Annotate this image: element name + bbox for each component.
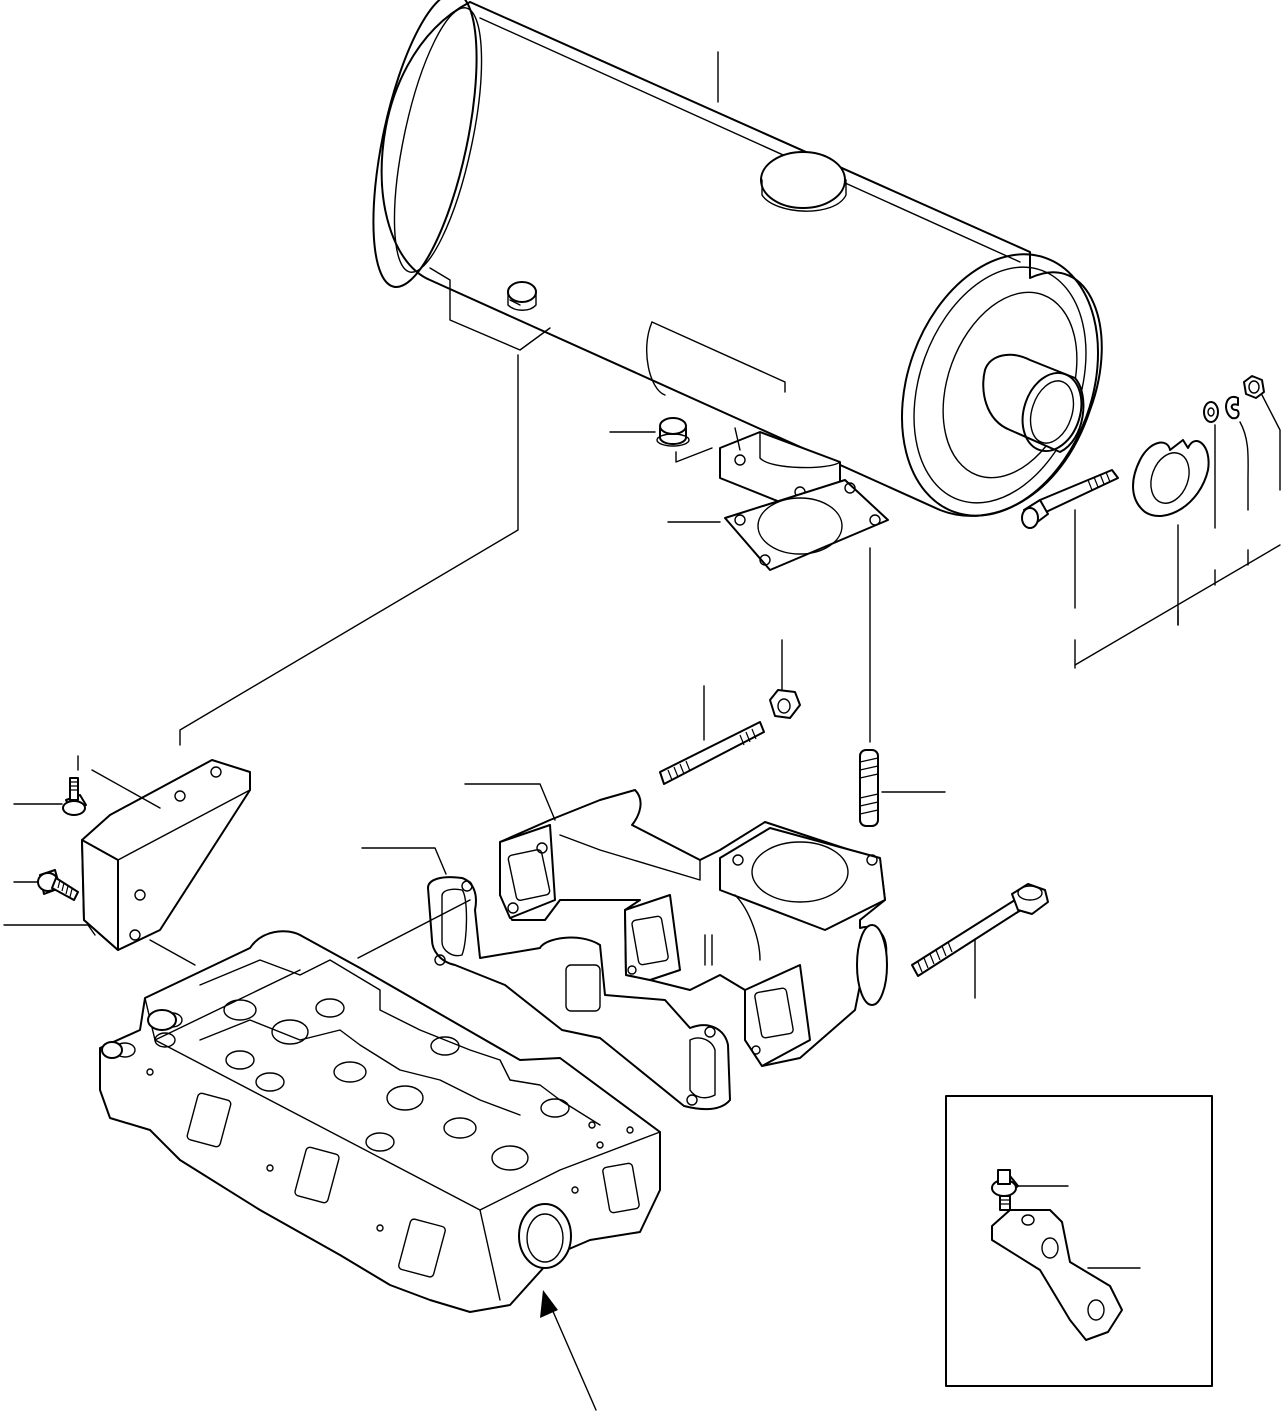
inset-bolt[interactable] [991, 1169, 1019, 1211]
cylinder-head[interactable] [99, 930, 661, 1313]
stud-bolt[interactable] [659, 721, 765, 785]
flange-nut[interactable] [656, 417, 690, 447]
through-bolt[interactable] [1021, 469, 1119, 529]
inset-panel [945, 1095, 1213, 1387]
nut[interactable] [1243, 375, 1265, 399]
manifold-nut[interactable] [769, 689, 801, 719]
inset-bracket[interactable] [991, 1209, 1123, 1341]
muffler[interactable] [353, 0, 1133, 543]
manifold-gasket[interactable] [427, 876, 731, 1111]
direction-arrow [540, 1290, 597, 1411]
plain-washer[interactable] [1203, 401, 1219, 423]
spring-washer[interactable] [1225, 395, 1240, 420]
flange-bolt[interactable] [62, 777, 87, 816]
clamp-band[interactable] [1132, 439, 1210, 517]
exhaust-manifold[interactable] [499, 789, 888, 1067]
manifold-stud[interactable] [859, 749, 879, 827]
flange-bolt[interactable] [37, 869, 79, 901]
bracket[interactable] [81, 759, 251, 951]
muffler-gasket[interactable] [724, 479, 889, 571]
manifold-bolt[interactable] [911, 883, 1049, 977]
